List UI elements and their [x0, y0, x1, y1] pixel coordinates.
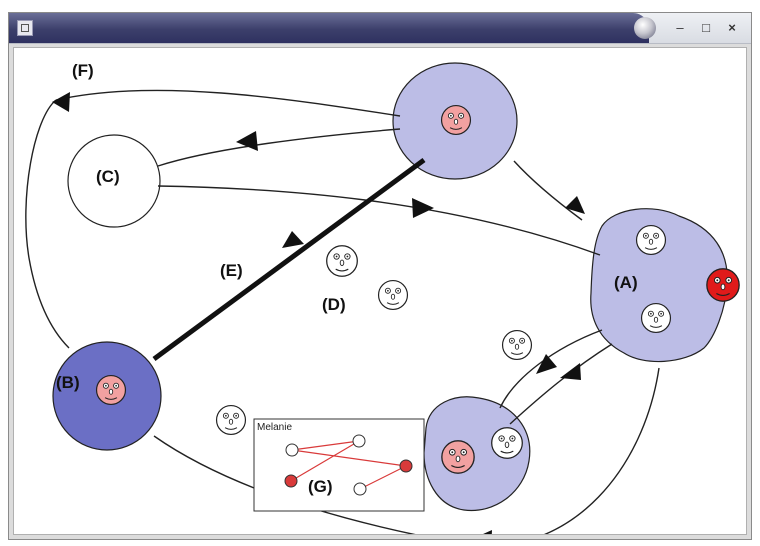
node-c[interactable] — [67, 134, 161, 228]
graph-edges — [25, 89, 660, 546]
label-e: (E) — [220, 261, 243, 280]
edge-e — [152, 157, 426, 362]
label-b: (B) — [56, 373, 80, 392]
face-icon[interactable] — [379, 281, 408, 310]
minimize-button[interactable]: – — [676, 20, 684, 35]
popup-node[interactable] — [352, 434, 366, 448]
social-graph: Melanie (A) (B) (C) (D) (E) — [25, 61, 746, 546]
face-icon[interactable] — [642, 304, 671, 333]
popup-title: Melanie — [257, 422, 292, 433]
bubble-icon[interactable] — [634, 17, 656, 39]
node-bottom-group[interactable] — [423, 396, 531, 512]
app-icon[interactable] — [17, 20, 33, 36]
maximize-button[interactable]: □ — [702, 20, 710, 35]
arrowheads — [52, 92, 585, 546]
face-icon[interactable] — [327, 246, 358, 277]
face-icon[interactable] — [442, 106, 471, 135]
popup-g[interactable]: Melanie — [253, 418, 425, 512]
face-icon[interactable] — [217, 406, 246, 435]
label-f: (F) — [72, 61, 94, 80]
close-button[interactable]: × — [728, 20, 736, 35]
title-bar-accent — [9, 13, 649, 43]
title-bar[interactable]: – □ × — [9, 13, 751, 44]
popup-node[interactable] — [285, 443, 299, 457]
label-g: (G) — [308, 477, 333, 496]
label-c: (C) — [96, 167, 120, 186]
node-a-group[interactable] — [590, 208, 728, 363]
face-icon[interactable] — [492, 428, 523, 459]
popup-node[interactable] — [399, 459, 413, 473]
popup-node[interactable] — [284, 474, 298, 488]
label-d: (D) — [322, 295, 346, 314]
face-icon[interactable] — [442, 441, 474, 473]
popup-edges — [290, 440, 407, 490]
face-icon[interactable] — [707, 269, 739, 301]
face-icon[interactable] — [637, 226, 666, 255]
label-a: (A) — [614, 273, 638, 292]
face-icon[interactable] — [503, 331, 532, 360]
face-icon[interactable] — [97, 376, 126, 405]
popup-node[interactable] — [353, 482, 367, 496]
graph-canvas[interactable]: Melanie (A) (B) (C) (D) (E) — [13, 47, 747, 546]
app-window: – □ × — [8, 12, 752, 546]
